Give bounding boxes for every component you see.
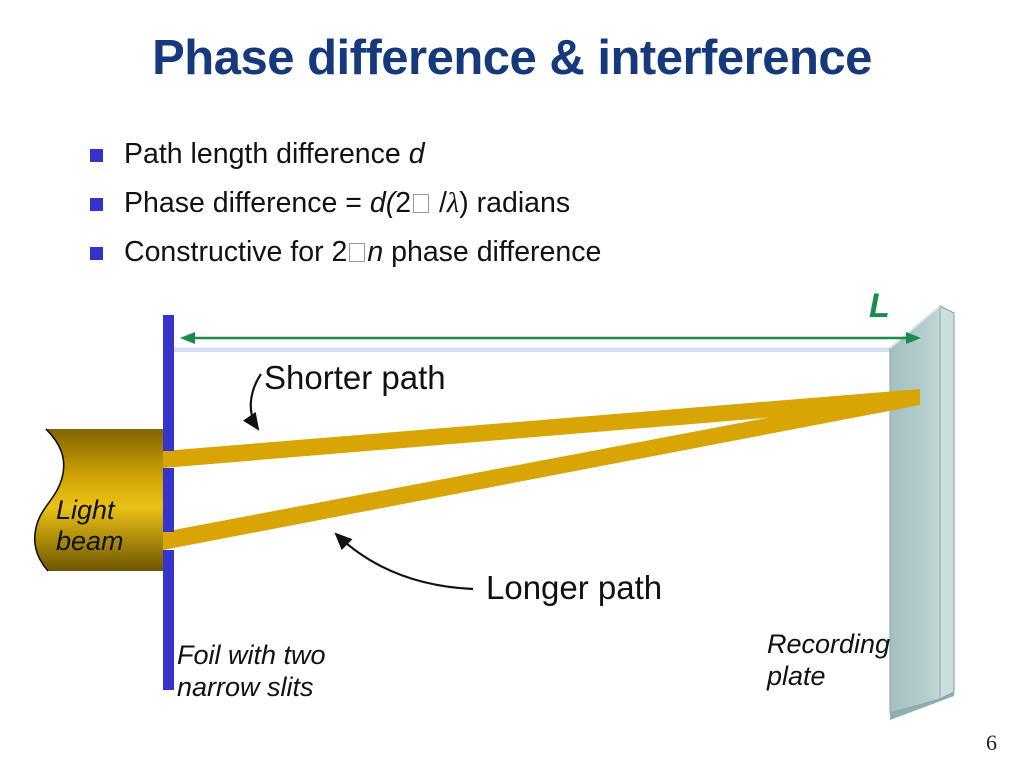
distance-arrowhead-left-icon [180, 332, 195, 344]
bullet-item: Phase difference = d(2 /λ) radians [90, 186, 790, 220]
foil-segment-middle [163, 468, 174, 532]
foil-segment-bottom [163, 550, 174, 690]
bullet-marker-icon [90, 197, 103, 211]
recording-plate [889, 304, 955, 720]
plate-top-highlight [889, 305, 941, 349]
longer-path-ray [163, 389, 920, 550]
foil-segment-top [163, 315, 174, 451]
slide-title: Phase difference & interference [152, 31, 872, 85]
bullet-list: Path length difference d Phase differenc… [90, 137, 790, 284]
bullet-text: Path length difference d [124, 137, 425, 170]
plate-right-bevel [939, 305, 955, 700]
guide-band [170, 347, 948, 352]
longer-path-label: Longer path [486, 569, 663, 606]
recording-plate-label: Recording plate [767, 629, 891, 692]
light-beam-block [33, 428, 164, 572]
bullet-marker-icon [90, 246, 103, 260]
distance-arrow [180, 332, 921, 344]
light-beam-label: Light beam [56, 495, 124, 557]
bullet-item: Path length difference d [90, 137, 790, 171]
distance-L-label: L [869, 287, 890, 325]
bullet-text: Phase difference = d(2 /λ) radians [124, 186, 571, 219]
shorter-path-label: Shorter path [264, 359, 446, 396]
foil-bar [163, 315, 174, 690]
plate-front-face [889, 304, 941, 714]
longer-path-pointer-arrow [334, 532, 474, 591]
shorter-path-ray [163, 389, 920, 468]
bullet-marker-icon [90, 148, 103, 162]
torn-edge-line [33, 428, 65, 572]
page-number: 6 [986, 730, 997, 755]
distance-arrowhead-right-icon [906, 332, 921, 344]
shorter-path-pointer-arrow [242, 373, 262, 431]
light-beam-body [34, 429, 164, 571]
foil-label: Foil with two narrow slits [177, 640, 326, 703]
